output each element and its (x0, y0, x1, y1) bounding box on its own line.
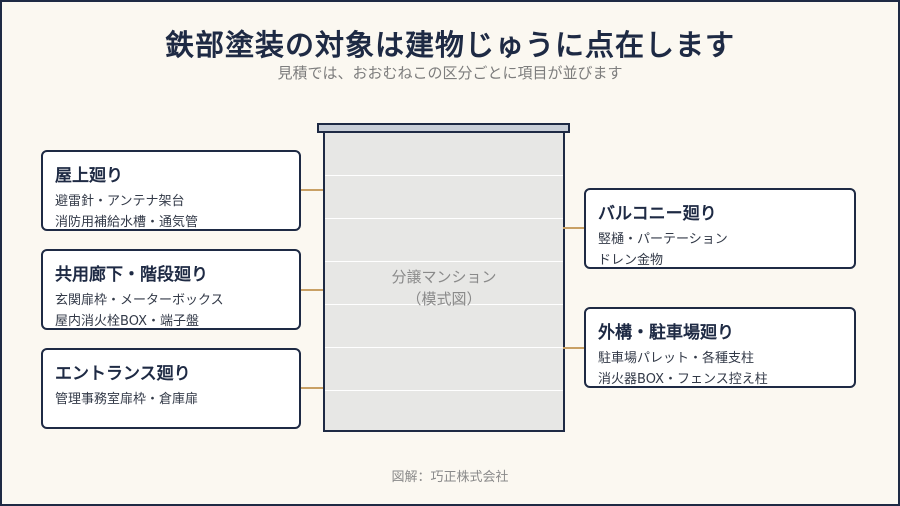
building-schematic: 分譲マンション （模式図） (323, 131, 565, 432)
floor-line (325, 347, 563, 348)
floor-line (325, 218, 563, 219)
card-entrance-item: 管理事務室扉枠・倉庫扉 (55, 392, 199, 407)
floor-line (325, 390, 563, 391)
card-exterior-title: 外構・駐車場廻り (598, 323, 734, 343)
connector-balcony (563, 227, 585, 229)
card-entrance-title: エントランス廻り (55, 364, 191, 384)
card-corridor: 共用廊下・階段廻り 玄関扉枠・メーターボックス 屋内消火栓BOX・端子盤 (41, 249, 301, 330)
building-label-line2: （模式図） (406, 290, 482, 308)
floor-line (325, 175, 563, 176)
card-balcony-item: ドレン金物 (598, 253, 664, 268)
building-label: 分譲マンション （模式図） (325, 266, 563, 310)
connector-entrance (300, 387, 323, 389)
building-label-line1: 分譲マンション (391, 268, 497, 286)
card-roof: 屋上廻り 避雷針・アンテナ架台 消防用補給水槽・通気管 (41, 150, 301, 231)
connector-exterior (563, 347, 585, 349)
card-corridor-item: 屋内消火栓BOX・端子盤 (55, 314, 199, 329)
card-roof-item: 消防用補給水槽・通気管 (55, 215, 199, 230)
card-exterior-item: 駐車場パレット・各種支柱 (598, 351, 755, 366)
source-caption: 図解：巧正株式会社 (391, 470, 509, 485)
card-balcony: バルコニー廻り 竪樋・パーテーション ドレン金物 (584, 188, 856, 269)
card-balcony-title: バルコニー廻り (598, 204, 717, 224)
card-corridor-title: 共用廊下・階段廻り (55, 265, 208, 285)
card-roof-title: 屋上廻り (55, 166, 123, 186)
card-roof-item: 避雷針・アンテナ架台 (55, 194, 185, 209)
connector-roof (300, 189, 323, 191)
card-exterior: 外構・駐車場廻り 駐車場パレット・各種支柱 消火器BOX・フェンス控え柱 (584, 307, 856, 388)
card-exterior-item: 消火器BOX・フェンス控え柱 (598, 372, 768, 387)
page-title: 鉄部塗装の対象は建物じゅうに点在します (164, 28, 735, 62)
page-subtitle: 見積では、おおむねこの区分ごとに項目が並びます (277, 64, 623, 82)
floor-line (325, 261, 563, 262)
floor-line (325, 304, 563, 305)
card-entrance: エントランス廻り 管理事務室扉枠・倉庫扉 (41, 348, 301, 429)
card-balcony-item: 竪樋・パーテーション (598, 232, 728, 247)
connector-corridor (300, 289, 323, 291)
card-corridor-item: 玄関扉枠・メーターボックス (55, 293, 224, 308)
